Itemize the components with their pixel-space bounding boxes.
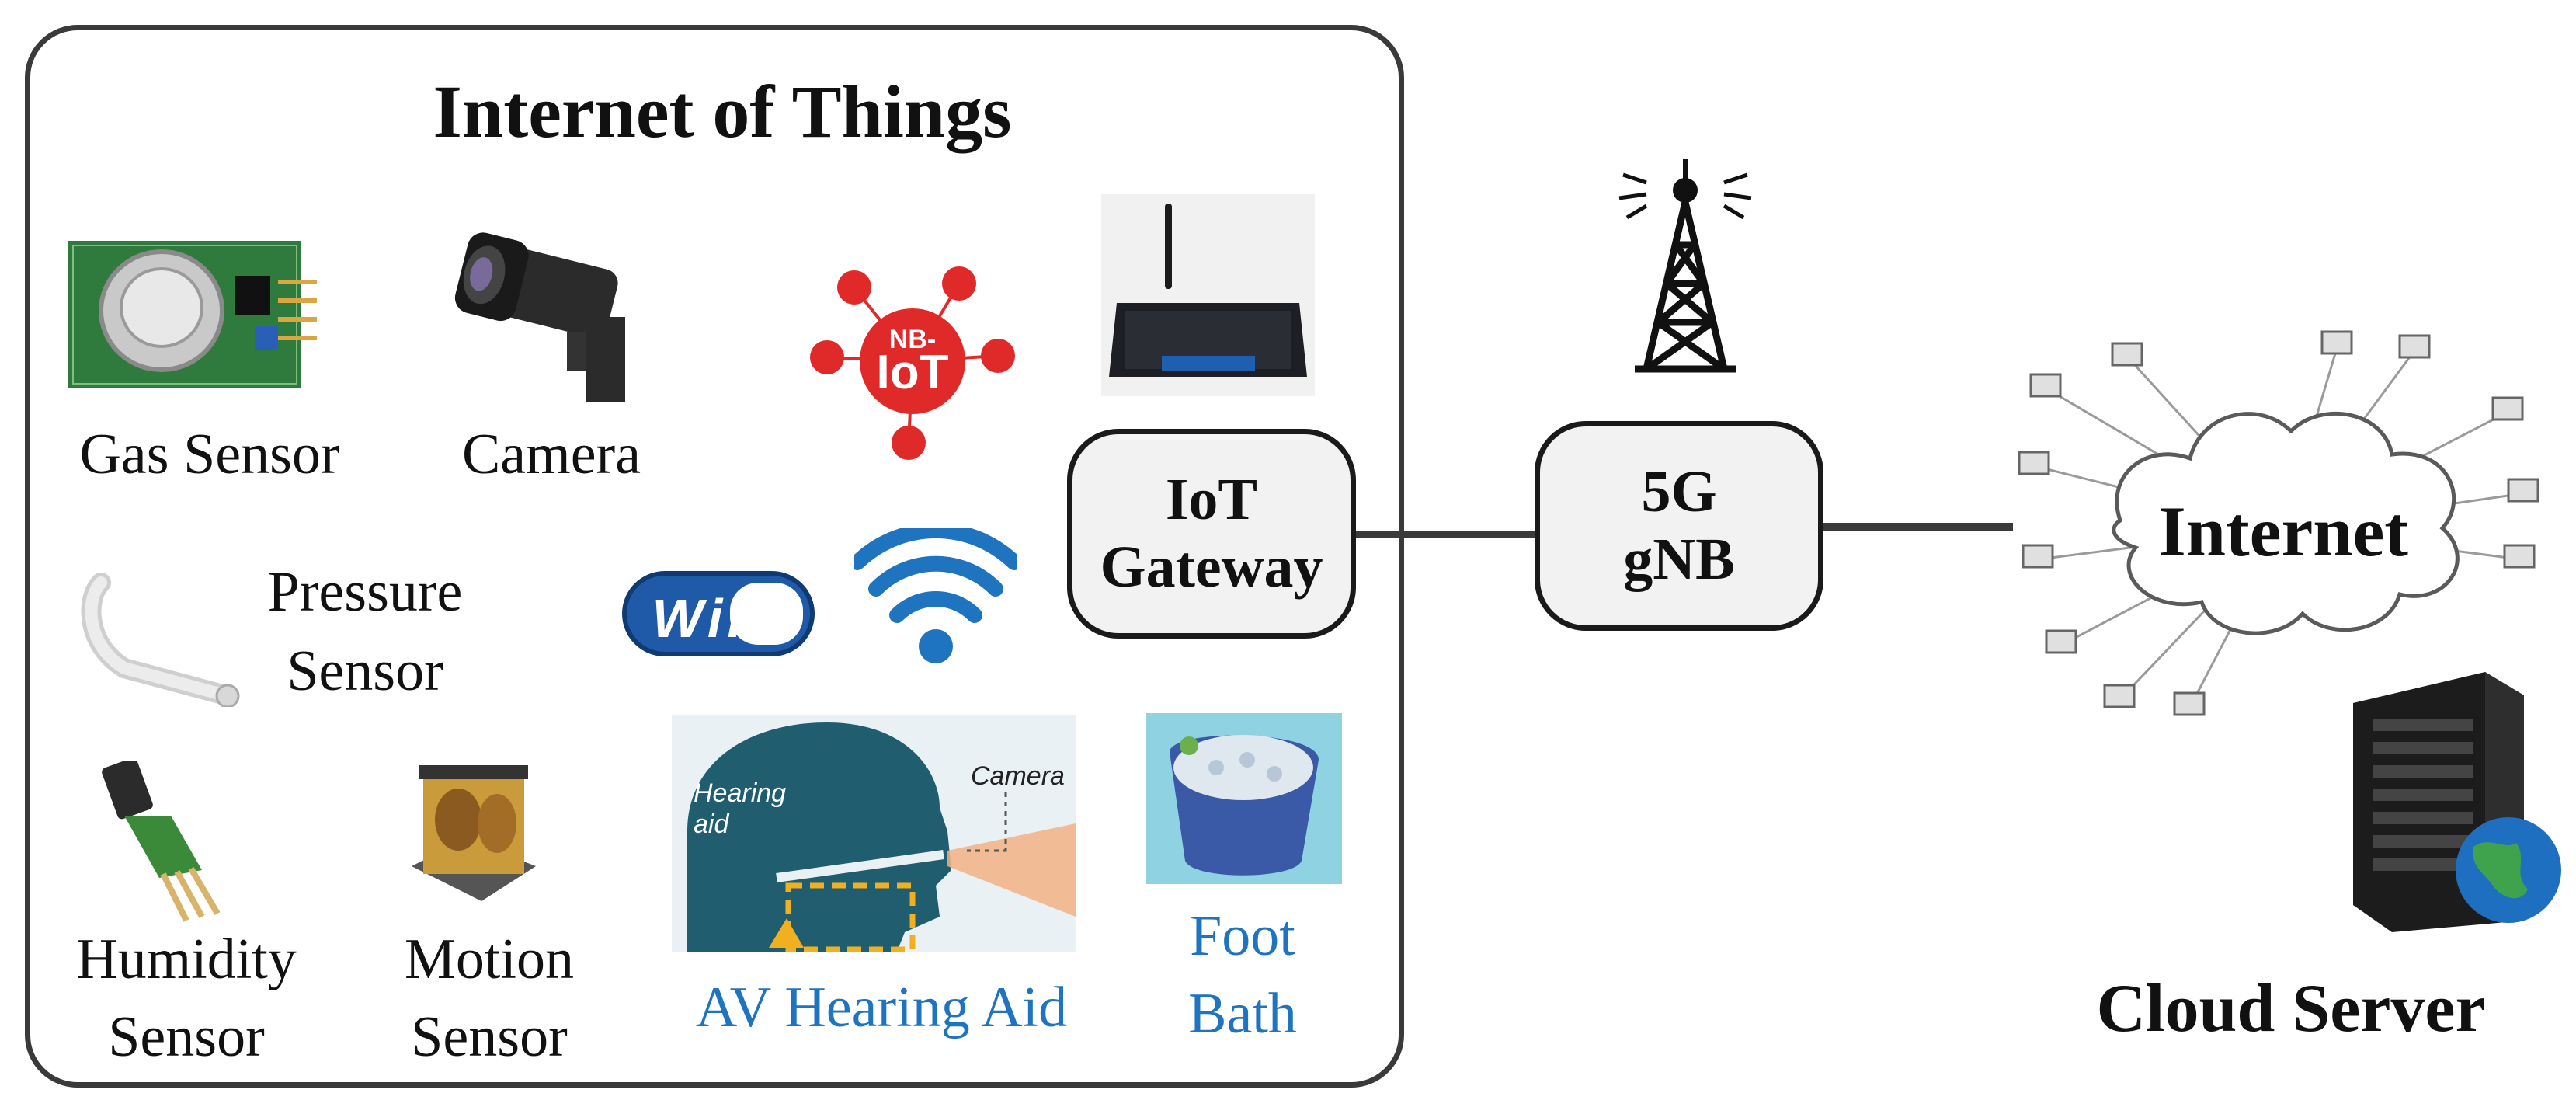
foot-bath-label-line1: Foot: [1190, 904, 1295, 968]
humidity-sensor-label-line1: Humidity: [76, 928, 297, 991]
gnb-node: 5G gNB: [1535, 421, 1823, 631]
camera-label: Camera: [461, 423, 641, 486]
cell-tower-icon: [1618, 159, 1752, 373]
gnb-to-internet-link: [1819, 523, 2013, 531]
av-hearing-aid-label: AV Hearing Aid: [695, 976, 1068, 1039]
cloud-server-label: Cloud Server: [2096, 971, 2486, 1046]
gas-sensor-icon: [68, 241, 317, 388]
pressure-sensor-label-line1: Pressure: [267, 560, 463, 624]
hearing-label-line1: Hearing: [694, 778, 786, 808]
gateway-to-gnb-link: [1356, 531, 1539, 538]
motion-sensor-label-line1: Motion: [405, 928, 574, 991]
humidity-sensor-label-line2: Sensor: [108, 1005, 265, 1069]
nbiot-bottom-text: IoT: [877, 346, 949, 399]
motion-sensor-icon: [412, 765, 536, 901]
nbiot-top-text: NB-: [889, 325, 936, 354]
camera-icon: [454, 232, 625, 402]
internet-label: Internet: [2158, 492, 2408, 571]
cloud-server-icon: [2353, 672, 2561, 932]
gateway-device-icon: [1101, 194, 1315, 396]
wifi-logo-text: WiFi: [652, 588, 784, 649]
iot-gateway-label-line2: Gateway: [1100, 534, 1323, 600]
pressure-sensor-icon: [81, 573, 240, 707]
gnb-label-line2: gNB: [1623, 527, 1735, 592]
gnb-label-line1: 5G: [1641, 458, 1717, 524]
iot-gateway-label-line1: IoT: [1165, 466, 1258, 532]
iot-panel-title: Internet of Things: [433, 70, 1012, 153]
pressure-sensor-label-line2: Sensor: [287, 639, 443, 703]
hearing-label-line2: aid: [694, 809, 729, 839]
motion-sensor-label-line2: Sensor: [411, 1005, 568, 1069]
iot-panel-frame: [25, 25, 1404, 1088]
foot-bath-icon: [1146, 713, 1342, 884]
humidity-sensor-icon: [102, 761, 221, 922]
gas-sensor-label: Gas Sensor: [79, 423, 340, 486]
av-hearing-aid-illustration: Hearing aid Camera: [672, 715, 1076, 952]
wifi-logo-icon: WiFi: [622, 571, 815, 656]
nbiot-icon: NB- IoT: [810, 266, 1015, 460]
iot-gateway-node: IoT Gateway: [1067, 429, 1356, 639]
foot-bath-label-line2: Bath: [1188, 982, 1297, 1046]
internet-cloud-icon: Internet: [2018, 330, 2539, 716]
wifi-signal-icon: [854, 528, 1017, 663]
camera-small-label: Camera: [971, 761, 1065, 791]
